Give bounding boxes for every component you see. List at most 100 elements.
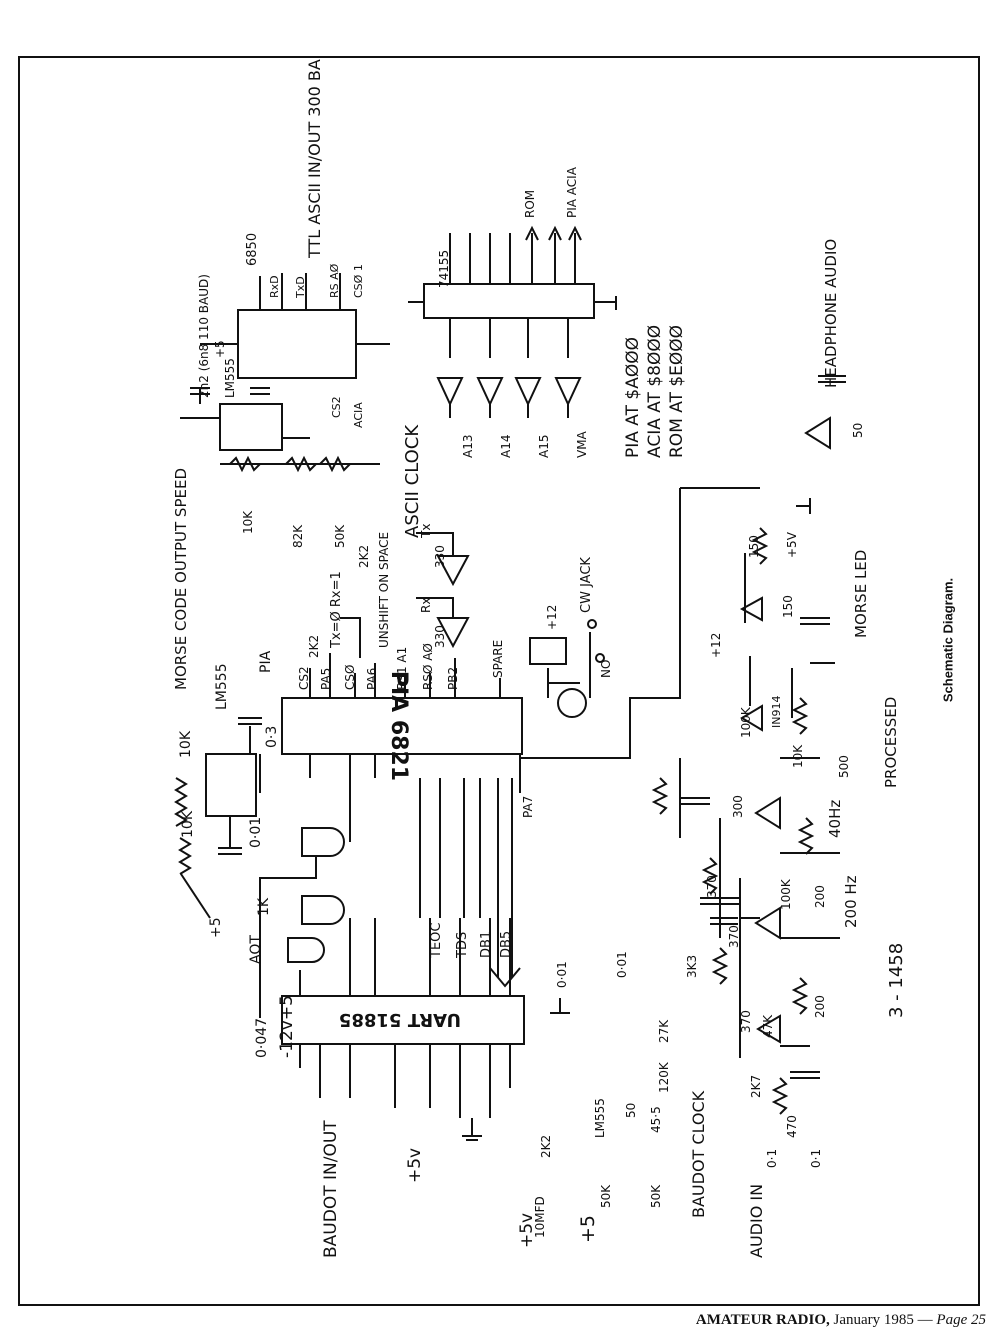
pia-address-label: PIA AT $AØØØ bbox=[623, 337, 643, 458]
plus5-big-label: +5 bbox=[577, 1215, 599, 1243]
tx-rx-leds bbox=[340, 532, 470, 658]
pia-chip bbox=[281, 697, 523, 755]
370-label-b: 370 bbox=[727, 925, 741, 948]
lm555-label-c: LM555 bbox=[223, 358, 237, 398]
plus12-label-a: +12 bbox=[545, 605, 559, 630]
200-label-b: 200 bbox=[813, 885, 827, 908]
baudot-io-label: BAUDOT IN/OUT bbox=[321, 1120, 341, 1258]
nand-gates bbox=[259, 803, 351, 1018]
tx-rx-select-label: Tx=Ø Rx=1 bbox=[329, 571, 344, 649]
uart-label: UART 51885 bbox=[339, 1009, 461, 1030]
500-label: 500 bbox=[837, 755, 851, 778]
47k-label: 47K bbox=[761, 1014, 775, 1038]
acia-label: ACIA bbox=[352, 402, 365, 428]
cs2-label: CS2 bbox=[297, 666, 311, 690]
200-label-a: 200 bbox=[813, 995, 827, 1018]
cap-50-label: 50 bbox=[851, 423, 865, 438]
2k2-label-c: 2K2 bbox=[539, 1135, 553, 1158]
footer-separator: — bbox=[917, 1312, 933, 1328]
6850-label: 6850 bbox=[245, 233, 260, 266]
10mfd-label: 10MFD bbox=[533, 1196, 547, 1238]
pia-chip-label: PIA 6821 bbox=[386, 671, 411, 781]
rom-address-label: ROM AT $EØØØ bbox=[667, 325, 687, 458]
morse-speed-label: MORSE CODE OUTPUT SPEED bbox=[172, 468, 190, 690]
27k-label: 27K bbox=[657, 1019, 671, 1043]
lm555-label-b: LM555 bbox=[593, 1098, 607, 1138]
bus-lines bbox=[419, 778, 521, 988]
3k3-label: 3K3 bbox=[685, 955, 699, 978]
150-label-b: 150 bbox=[781, 595, 795, 618]
plus5v-label-a: +5v bbox=[405, 1148, 425, 1183]
pia-pins bbox=[259, 653, 521, 803]
acia-address-label: ACIA AT $8ØØØ bbox=[645, 325, 665, 458]
plus12-label-b: +12 bbox=[709, 633, 723, 658]
74155-chip bbox=[423, 283, 595, 319]
unshift-label: UNSHIFT ON SPACE bbox=[377, 532, 391, 648]
40hz-label: 40Hz bbox=[826, 800, 844, 838]
pa7-label: PA7 bbox=[521, 796, 535, 818]
50k-label-c: 50K bbox=[333, 524, 347, 548]
ttl-ascii-label: TTL ASCII IN/OUT 300 BAUD bbox=[305, 58, 324, 259]
cap-001-label-c: 0·01 bbox=[615, 951, 629, 978]
schematic-frame: UART 51885 PIA 6821 bbox=[18, 56, 980, 1306]
cw-keying-transistor bbox=[529, 619, 605, 718]
page-footer: AMATEUR RADIO, January 1985 — Page 25 bbox=[0, 1312, 986, 1329]
cap-01-label-a: 0·1 bbox=[765, 1149, 779, 1168]
headphone-label: HEADPHONE AUDIO bbox=[822, 239, 840, 388]
74155-label: 74155 bbox=[437, 250, 451, 288]
cap-001-label-a: 0·01 bbox=[248, 817, 264, 848]
2k7-label: 2K7 bbox=[749, 1075, 763, 1098]
no-label: NO bbox=[599, 660, 613, 678]
footer-page: Page 25 bbox=[936, 1312, 986, 1328]
acia-wiring bbox=[180, 273, 390, 473]
filter-resistors bbox=[651, 527, 815, 1115]
330-label-b: 330 bbox=[433, 625, 447, 648]
lm555-ascii-chip bbox=[219, 403, 283, 451]
50-label: 50 bbox=[624, 1103, 638, 1118]
lm555-label-a: LM555 bbox=[214, 663, 230, 710]
pb2-label: PB2 bbox=[446, 667, 460, 690]
300-label: 300 bbox=[731, 795, 745, 818]
rxd-label: RxD bbox=[268, 275, 281, 298]
82k-label: 82K bbox=[291, 524, 305, 548]
cap-01-label-b: 0·1 bbox=[809, 1149, 823, 1168]
ascii-clock-label: ASCII CLOCK bbox=[402, 424, 423, 538]
tx-label: Tx bbox=[419, 524, 433, 539]
150-label-a: 150 bbox=[747, 535, 761, 558]
tds-label: TDS bbox=[455, 932, 470, 959]
aot-label: AOT bbox=[248, 935, 264, 964]
10k-label-a: 10K bbox=[178, 730, 194, 758]
rom-label: ROM bbox=[523, 190, 537, 218]
120k-label: 120K bbox=[657, 1061, 671, 1093]
decoder-wiring bbox=[408, 225, 616, 358]
plus5v-label-b: +5v bbox=[517, 1213, 537, 1248]
spare-label: SPARE bbox=[491, 640, 505, 678]
a13-label: A13 bbox=[461, 435, 475, 458]
uart-chip bbox=[281, 995, 525, 1045]
lm555-morse-chip bbox=[205, 753, 257, 817]
teoc-label: TEOC bbox=[429, 923, 444, 959]
a14-label: A14 bbox=[499, 435, 513, 458]
filter-wiring bbox=[520, 487, 840, 1058]
cs0-label: CSØ bbox=[343, 665, 357, 690]
audio-in-label: AUDIO IN bbox=[747, 1184, 766, 1258]
470-label: 470 bbox=[785, 1115, 799, 1138]
pa5-label: PA5 bbox=[319, 668, 333, 690]
plus5v-label-c: +5V bbox=[785, 531, 799, 558]
vma-label: VMA bbox=[575, 430, 589, 458]
footer-issue: January 1985 bbox=[833, 1312, 914, 1328]
figure-caption: Schematic Diagram. bbox=[940, 577, 956, 703]
rs-a0-label: RS AØ bbox=[328, 263, 341, 298]
2k2-label-b: 2K2 bbox=[357, 545, 371, 568]
ground-symbols bbox=[462, 296, 811, 1141]
footer-magazine: AMATEUR RADIO, bbox=[695, 1312, 830, 1328]
10k-label-d: 10K bbox=[241, 510, 255, 534]
supply-label: -12v+5 bbox=[277, 995, 297, 1058]
morse-speed-network bbox=[174, 717, 262, 919]
cw-jack-label: CW JACK bbox=[579, 557, 594, 613]
10k-label-b: 10K bbox=[180, 810, 196, 838]
45-5-label: 45·5 bbox=[649, 1106, 663, 1133]
filter-opamps bbox=[739, 416, 831, 1044]
cap-001-label-b: 0·01 bbox=[555, 961, 569, 988]
cap-03-label: 0·3 bbox=[264, 726, 280, 748]
